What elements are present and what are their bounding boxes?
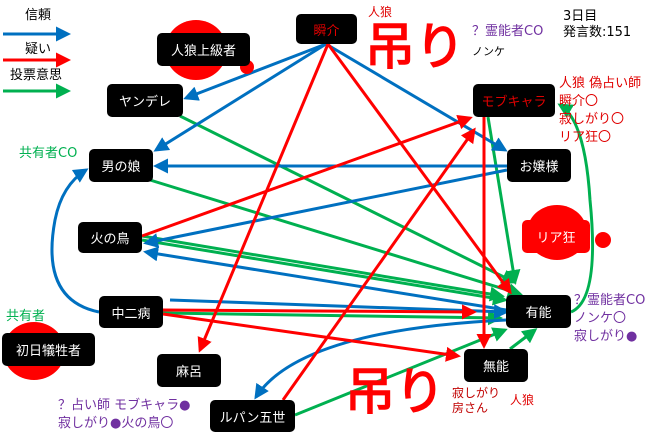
shunsuke-role: 人狼 <box>368 5 393 19</box>
hang-label: 吊り <box>365 18 465 76</box>
post-count: 発言数:151 <box>563 25 632 40</box>
nonke-label: ノンケ <box>472 45 505 58</box>
note-line: リア狂〇 <box>559 130 612 145</box>
uranai-notes: ？占い師 モブキャラ● 寂しがり●火の鳥〇 <box>58 397 190 433</box>
node-chunibyo[interactable]: 中二病 <box>99 296 163 328</box>
hang-label: 吊り <box>345 363 445 421</box>
note-line: 寂しがり●火の鳥〇 <box>58 416 174 431</box>
edge-suspicion <box>281 127 476 401</box>
reinou-co-label: ？霊能者CO <box>472 24 544 39</box>
edge-vote <box>509 328 538 351</box>
edge-vote <box>162 310 503 326</box>
node-hinotori[interactable]: 火の鳥 <box>78 222 142 253</box>
legend-vote-label: 投票意思 <box>10 68 63 83</box>
note-line: 人狼 偽占い師 <box>559 76 642 91</box>
note-line: 房さん <box>452 401 489 415</box>
node-munou[interactable]: 無能 <box>464 349 528 382</box>
yuunou-notes: ？霊能者CO ノンケ〇 寂しがり● <box>574 292 645 346</box>
edge-suspicion <box>162 304 477 320</box>
note-line: ？霊能者CO <box>574 293 646 308</box>
node-lupin[interactable]: ルパン五世 <box>210 400 295 432</box>
node-yuunou[interactable]: 有能 <box>506 295 571 328</box>
kyoyu-co-label: 共有者CO <box>19 146 78 161</box>
blood-splatter <box>595 232 611 248</box>
edge-vote <box>557 103 595 314</box>
edge-vote <box>149 178 523 298</box>
day-label: 3日目 <box>563 9 598 24</box>
edge-suspicion <box>141 115 473 238</box>
node-shonichi[interactable]: 初日犠牲者 <box>2 333 95 366</box>
legend-suspicion-label: 疑い <box>25 42 52 57</box>
note-line: 寂しがり● <box>574 329 638 344</box>
node-maro[interactable]: 麻呂 <box>157 354 221 387</box>
node-shunsuke[interactable]: 瞬介 <box>296 14 357 44</box>
note-line: 寂しがり <box>452 386 501 400</box>
edge-vote <box>141 234 505 302</box>
edge-suspicion <box>162 312 461 362</box>
edge-trust <box>143 168 508 248</box>
note-line: 寂しがり〇 <box>559 112 625 127</box>
node-riakyo[interactable]: リア狂 <box>522 220 590 253</box>
hang2-notes: 寂しがり 房さん <box>452 386 500 416</box>
node-ojousama[interactable]: お嬢様 <box>507 149 571 182</box>
node-mobukyara[interactable]: モブキャラ <box>473 84 555 117</box>
node-otokonoko[interactable]: 男の娘 <box>89 149 153 182</box>
node-yandere[interactable]: ヤンデレ <box>107 84 183 117</box>
kyoyu-label: 共有者 <box>6 309 46 324</box>
note-line: ？占い師 モブキャラ● <box>58 398 191 413</box>
note-line: 瞬介〇 <box>559 94 599 109</box>
edge-trust <box>50 168 100 314</box>
note-line: ノンケ〇 <box>574 311 627 326</box>
legend-trust-label: 信頼 <box>25 8 52 23</box>
edge-trust <box>143 246 507 312</box>
edge-trust <box>169 298 509 320</box>
edge-suspicion <box>326 43 512 295</box>
edge-trust <box>183 42 327 101</box>
edge-trust <box>153 42 327 152</box>
node-jinro-jokyu[interactable]: 人狼上級者 <box>157 33 250 66</box>
edge-trust <box>254 318 507 400</box>
edge-vote <box>294 327 508 417</box>
edge-vote <box>141 238 508 306</box>
edge-suspicion <box>197 43 330 353</box>
mobukyara-notes: 人狼 偽占い師 瞬介〇 寂しがり〇 リア狂〇 <box>559 75 641 147</box>
hang2-role: 人狼 <box>510 393 535 407</box>
edge-vote <box>179 114 517 284</box>
